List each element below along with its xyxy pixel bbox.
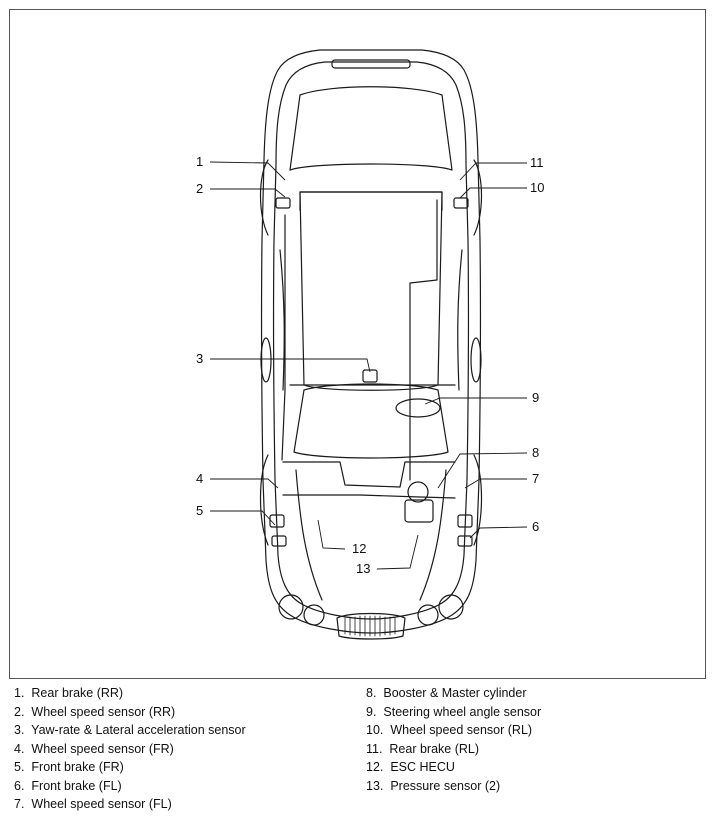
front-subframe (282, 461, 456, 488)
leader-4 (210, 478, 279, 489)
mirror-right (260, 337, 272, 383)
headlamp-fl-outer (438, 594, 464, 620)
legend-right-column: 8. Booster & Master cylinder 9. Steering… (366, 684, 541, 795)
diagram-frame (9, 9, 706, 679)
steering-wheel (395, 398, 441, 418)
callout-4: 4 (196, 471, 204, 486)
leader-8 (437, 452, 528, 489)
legend-item-13: 13. Pressure sensor (2) (366, 778, 501, 793)
leader-2 (210, 188, 286, 198)
legend-item-7: 7. Wheel speed sensor (FL) (14, 797, 172, 811)
legend-item-4: 4. Wheel speed sensor (FR) (14, 741, 174, 756)
callout-2: 2 (196, 181, 204, 196)
callout-6: 6 (532, 519, 540, 534)
mirror-left (470, 337, 482, 383)
rear-arch-right (259, 159, 269, 236)
car-body-outline (260, 49, 482, 634)
leader-7 (464, 478, 527, 489)
car-inner-outline (272, 61, 470, 620)
headlamp-fl-inner (417, 604, 439, 626)
grille (336, 612, 406, 640)
callout-10: 10 (530, 180, 545, 195)
legend-item-11: 11. Rear brake (RL) (366, 741, 480, 756)
callout-11: 11 (530, 155, 544, 170)
callout-9: 9 (532, 390, 540, 405)
headlamp-fr-inner (303, 604, 325, 626)
legend-item-2: 2. Wheel speed sensor (RR) (14, 704, 176, 719)
leader-1 (209, 161, 286, 181)
hood-line-left (295, 469, 323, 601)
leader-12 (317, 519, 346, 550)
rear-arch-left (473, 159, 483, 236)
roof-panel (299, 191, 443, 391)
callout-12: 12 (352, 541, 367, 556)
legend-item-9: 9. Steering wheel angle sensor (366, 704, 542, 719)
legend-item-6: 6. Front brake (FL) (14, 778, 122, 793)
leader-10 (459, 187, 527, 199)
callout-1: 1 (196, 154, 204, 169)
legend-left-column: 1. Rear brake (RR) 2. Wheel speed sensor… (14, 684, 246, 814)
leader-3 (210, 358, 371, 373)
callout-5: 5 (196, 503, 204, 518)
legend-item-3: 3. Yaw-rate & Lateral acceleration senso… (14, 723, 246, 737)
legend-item-5: 5. Front brake (FR) (14, 760, 124, 774)
callout-13: 13 (356, 561, 371, 576)
callout-3: 3 (196, 351, 204, 366)
legend-item-12: 12. ESC HECU (366, 760, 455, 774)
leader-5 (210, 510, 276, 526)
legend-item-1: 1. Rear brake (RR) (14, 686, 124, 700)
rear-brake-line (299, 191, 443, 211)
brake-line-right-run (281, 214, 286, 461)
rear-window (289, 86, 453, 171)
leader-13 (376, 534, 419, 570)
front-brake-line (282, 494, 456, 499)
hecu-block (404, 499, 434, 523)
leader-6 (469, 526, 528, 539)
leader-11 (459, 162, 527, 181)
booster (407, 481, 429, 503)
hood-line-right (419, 469, 447, 601)
legend-item-8: 8. Booster & Master cylinder (366, 686, 527, 700)
headlamp-fr-outer (278, 594, 304, 620)
legend-item-10: 10. Wheel speed sensor (RL) (366, 723, 533, 737)
brake-line-left-run (409, 199, 438, 481)
front-arch-left (473, 454, 483, 546)
leader-9 (424, 397, 527, 405)
front-arch-right (259, 454, 269, 546)
callout-7: 7 (532, 471, 540, 486)
rear-lamp-strip (331, 59, 411, 69)
callout-8: 8 (532, 445, 540, 460)
windshield (293, 383, 449, 459)
